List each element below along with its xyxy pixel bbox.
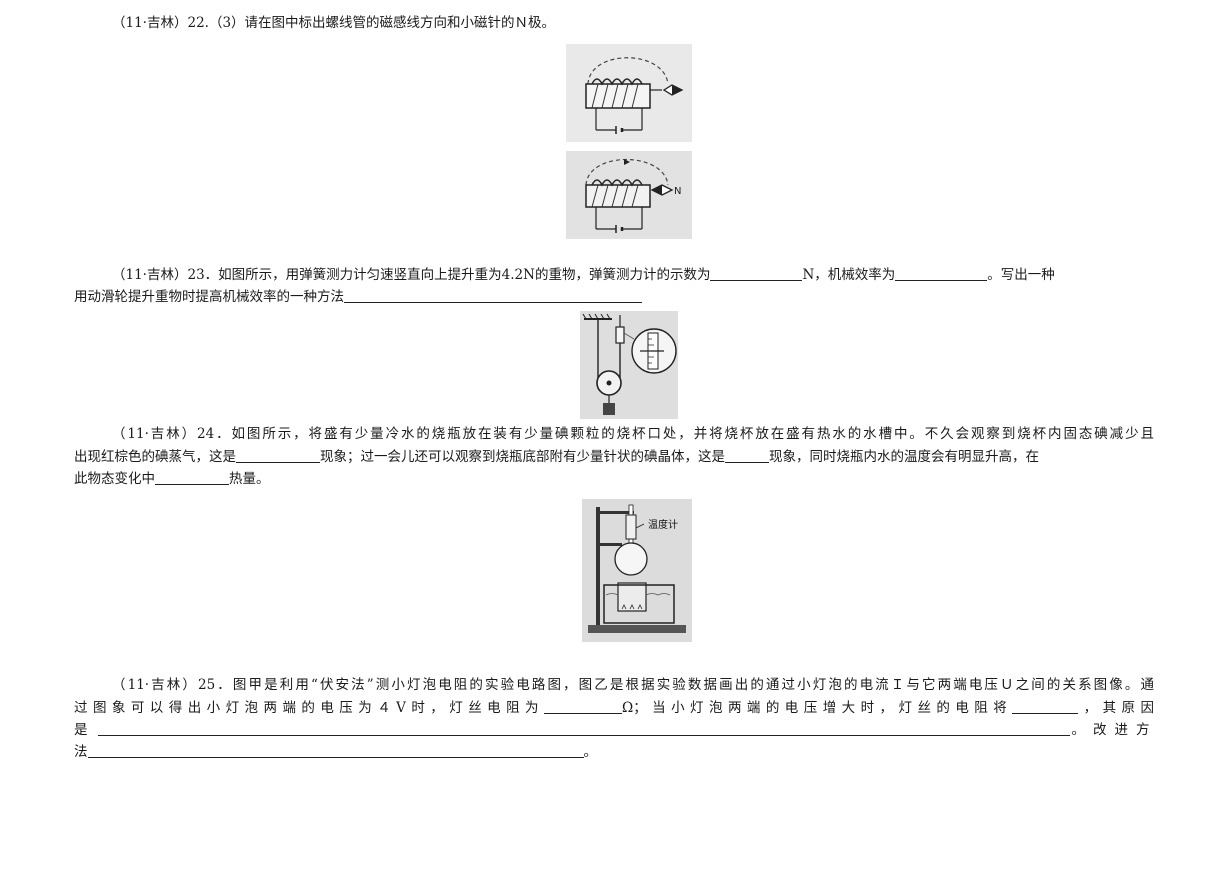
q24-text-6: 热量。	[229, 471, 270, 487]
q24-line-3: 此物态变化中 热量。	[74, 468, 270, 490]
q23-text-1: 23．如图所示，用弹簧测力计匀速竖直向上提升重为4.2N的重物，弹簧测力计的示数…	[187, 267, 711, 283]
q25-text-2: 过图象可以得出小灯泡两端的电压为４V时，灯丝电阻为	[74, 700, 544, 716]
q24-line-2: 出现红棕色的碘蒸气，这是 现象；过一会儿还可以观察到烧瓶底部附有少量针状的碘晶体，…	[74, 446, 1039, 468]
needle-n-label: N	[674, 186, 681, 197]
q25-text-6: 。改进方	[1071, 722, 1158, 738]
pulley-figure	[580, 311, 678, 419]
q23-text-2: N，机械效率为	[802, 267, 896, 283]
q24-text-3: 现象；过一会儿还可以观察到烧瓶底部附有少量针状的碘晶体，这是	[320, 449, 725, 465]
q25-blank-change[interactable]	[1012, 699, 1079, 714]
q24-text-5: 此物态变化中	[74, 471, 155, 487]
q25-line-2: 过图象可以得出小灯泡两端的电压为４V时，灯丝电阻为 Ω；当小灯泡两端的电压增大时，…	[74, 697, 1154, 719]
thermometer-label: 温度计	[648, 518, 678, 531]
q22-text: 22.（3）请在图中标出螺线管的磁感线方向和小磁针的Ｎ极。	[187, 15, 556, 31]
q25-text-8: 。	[583, 744, 598, 760]
q25-text-7: 法	[74, 744, 88, 760]
q23-line-2: 用动滑轮提升重物时提高机械效率的一种方法	[74, 286, 642, 308]
q24-blank-phenomenon-1[interactable]	[236, 448, 320, 463]
q25-source: （11·吉林）	[112, 677, 199, 693]
q24-blank-heat[interactable]	[155, 470, 229, 485]
q25-blank-reason[interactable]	[97, 721, 1070, 736]
q24-text-1: 24．如图所示，将盛有少量冷水的烧瓶放在装有少量碘颗粒的烧杯口处，并将烧杯放在盛…	[197, 426, 1154, 442]
q24-text-2: 出现红棕色的碘蒸气，这是	[74, 449, 236, 465]
q25-line-3: 是。改进方	[74, 719, 1154, 741]
q24-blank-phenomenon-2[interactable]	[725, 448, 769, 463]
q25-blank-improvement[interactable]	[87, 743, 584, 758]
q24-text-4: 现象，同时烧瓶内水的温度会有明显升高，在	[769, 449, 1039, 465]
q25-text-1: 25．图甲是利用“伏安法”测小灯泡电阻的实验电路图，图乙是根据实验数据画出的通过…	[198, 677, 1154, 693]
q23-blank-efficiency[interactable]	[895, 266, 988, 281]
q22-source: （11·吉林）	[112, 15, 188, 31]
q25-text-4: ，其原因	[1078, 700, 1155, 716]
q25-blank-resistance[interactable]	[544, 699, 622, 714]
iodine-experiment-figure: 温度计	[582, 499, 692, 642]
q23-source: （11·吉林）	[112, 267, 188, 283]
q25-line-1: （11·吉林）25．图甲是利用“伏安法”测小灯泡电阻的实验电路图，图乙是根据实验…	[112, 674, 1154, 696]
q23-blank-method[interactable]	[344, 288, 642, 303]
q25-line-4: 法。	[74, 741, 597, 763]
q23-line-1: （11·吉林）23．如图所示，用弹簧测力计匀速竖直向上提升重为4.2N的重物，弹…	[112, 264, 1055, 286]
q23-blank-reading[interactable]	[710, 266, 803, 281]
q25-text-3: Ω；当小灯泡两端的电压增大时，灯丝的电阻将	[622, 700, 1013, 716]
q23-text-3: 。写出一种	[987, 267, 1055, 283]
solenoid-figure-1	[566, 44, 692, 142]
q22-line: （11·吉林）22.（3）请在图中标出螺线管的磁感线方向和小磁针的Ｎ极。	[112, 12, 555, 34]
q25-text-5: 是	[74, 722, 88, 738]
q23-text-4: 用动滑轮提升重物时提高机械效率的一种方法	[74, 289, 344, 305]
q24-line-1: （11·吉林）24．如图所示，将盛有少量冷水的烧瓶放在装有少量碘颗粒的烧杯口处，…	[112, 423, 1154, 445]
solenoid-figure-2: N	[566, 151, 692, 239]
q24-source: （11·吉林）	[112, 426, 198, 442]
